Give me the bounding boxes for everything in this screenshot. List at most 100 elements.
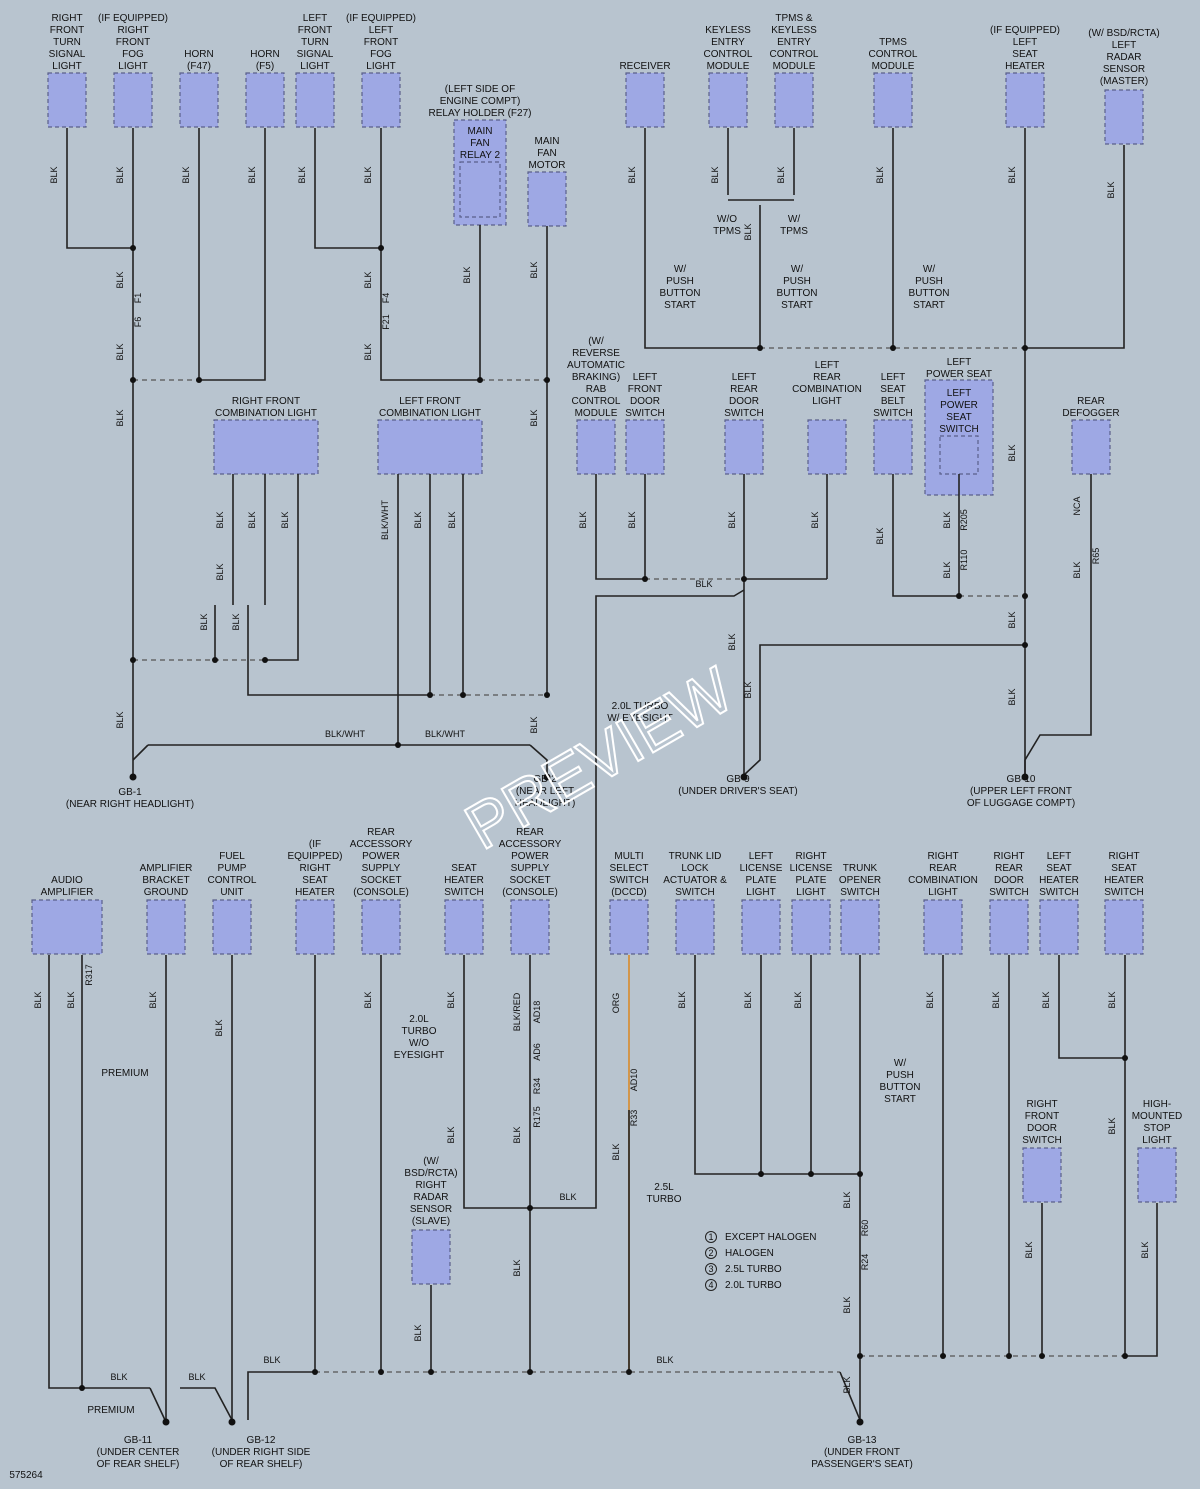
r_seat_heater-label: RIGHT bbox=[299, 863, 330, 874]
rab-label: MODULE bbox=[575, 408, 618, 419]
wire-color-blk: BLK bbox=[743, 223, 753, 240]
lf_door_sw-label: DOOR bbox=[630, 396, 660, 407]
audio-amp-block bbox=[31, 899, 103, 955]
rear_socket2-label: ACCESSORY bbox=[499, 839, 562, 850]
lf_door_sw-label: SWITCH bbox=[625, 408, 664, 419]
seat_heater_sw-label: SEAT bbox=[451, 863, 476, 874]
horn_f47-label: (F47) bbox=[187, 61, 211, 72]
trunk_lid-label: LOCK bbox=[681, 863, 709, 874]
multi_select-label: MULTI bbox=[614, 851, 643, 862]
lf_seat_heater-label: HEATER bbox=[1005, 61, 1045, 72]
radar_slave-label: (SLAVE) bbox=[412, 1216, 450, 1227]
connector-ad6: AD6 bbox=[532, 1043, 542, 1061]
gb9-label: (UNDER DRIVER'S SEAT) bbox=[678, 786, 798, 797]
legend-marker bbox=[705, 1279, 717, 1291]
lf_fog-label: LEFT bbox=[369, 25, 393, 36]
wire-color-blk: BLK bbox=[115, 409, 125, 426]
rf_fog-label: (IF EQUIPPED) bbox=[98, 13, 168, 24]
rsh-sw-block bbox=[1104, 899, 1144, 955]
rear_socket2-label: REAR bbox=[516, 827, 544, 838]
legend-number: 4 bbox=[708, 1280, 713, 1290]
gb2-label: (NEAR LEFT bbox=[516, 786, 574, 797]
lf_fog-label: (IF EQUIPPED) bbox=[346, 13, 416, 24]
main_fan_motor-label: FAN bbox=[537, 148, 556, 159]
main_fan_motor-label: MOTOR bbox=[528, 160, 565, 171]
push-start-note: W/ bbox=[791, 264, 803, 275]
wire-color-blk: BLK bbox=[627, 166, 637, 183]
trunk-lid-block bbox=[675, 899, 715, 955]
rear_socket2-label: (CONSOLE) bbox=[502, 887, 558, 898]
wire-color-blk: BLK bbox=[1007, 688, 1017, 705]
push-start-note: START bbox=[781, 300, 813, 311]
rear_socket1-label: POWER bbox=[362, 851, 400, 862]
gb12-label: OF REAR SHELF) bbox=[220, 1459, 303, 1470]
legend-number: 1 bbox=[708, 1232, 713, 1242]
rsh_sw-label: HEATER bbox=[1104, 875, 1144, 886]
horn_f5-label: HORN bbox=[250, 49, 279, 60]
tpms_keyless-label: CONTROL bbox=[770, 49, 819, 60]
wire-color-blk: BLK bbox=[529, 716, 539, 733]
amp_bracket-label: AMPLIFIER bbox=[140, 863, 193, 874]
rear-socket2-block bbox=[510, 899, 550, 955]
wire-color-blk: BLK bbox=[875, 527, 885, 544]
wire-color-blk: BLK bbox=[446, 1126, 456, 1143]
l_power_seat_sw-label: POWER bbox=[940, 400, 978, 411]
main-fan-relay-inner bbox=[459, 161, 501, 218]
lf-door-sw-block bbox=[625, 419, 665, 475]
gb1-label: (NEAR RIGHT HEADLIGHT) bbox=[66, 799, 194, 810]
gb13-label: GB-13 bbox=[848, 1435, 877, 1446]
wire-color-blk: BLK bbox=[842, 1376, 852, 1393]
radar_slave-label: (W/ bbox=[423, 1156, 439, 1167]
multi-select-block bbox=[609, 899, 649, 955]
horn-f5-block bbox=[245, 72, 285, 128]
wire-color-blk: BLK bbox=[181, 166, 191, 183]
wire-color-blk: BLK bbox=[710, 166, 720, 183]
push-start-note: PUSH bbox=[915, 276, 943, 287]
lf_turn-label: LIGHT bbox=[300, 61, 329, 72]
lf_belt_sw-label: SEAT bbox=[880, 384, 905, 395]
rr_door_sw-label: DOOR bbox=[994, 875, 1024, 886]
lf_belt_sw-label: BELT bbox=[881, 396, 905, 407]
wire-color-blk: BLK bbox=[842, 1296, 852, 1313]
push-start-note: BUTTON bbox=[880, 1082, 921, 1093]
gb11-label: OF REAR SHELF) bbox=[97, 1459, 180, 1470]
wire-color-blk: BLK bbox=[743, 681, 753, 698]
lf_fog-label: FOG bbox=[370, 49, 392, 60]
radar_master-label: (MASTER) bbox=[1100, 76, 1148, 87]
fuel_pump-label: CONTROL bbox=[208, 875, 257, 886]
rab-label: (W/ bbox=[588, 336, 604, 347]
tpms-keyless-block bbox=[774, 72, 814, 128]
horn_f47-label: HORN bbox=[184, 49, 213, 60]
gb13-label: (UNDER FRONT bbox=[824, 1447, 900, 1458]
seat-heater-sw-block bbox=[444, 899, 484, 955]
rf_turn-label: SIGNAL bbox=[49, 49, 86, 60]
legend-number: 2 bbox=[708, 1248, 713, 1258]
seat_heater_sw-label: SWITCH bbox=[444, 887, 483, 898]
wire-color-blk: BLK bbox=[529, 261, 539, 278]
legend-number: 3 bbox=[708, 1264, 713, 1274]
lr_combo-label: COMBINATION bbox=[792, 384, 862, 395]
rsh_sw-label: RIGHT bbox=[1108, 851, 1139, 862]
wire-color-blk: BLK bbox=[925, 991, 935, 1008]
trunk_opener-label: OPENER bbox=[839, 875, 881, 886]
rr_combo-label: LIGHT bbox=[928, 887, 957, 898]
rf_door_sw-label: RIGHT bbox=[1026, 1099, 1057, 1110]
main_fan_relay-label: FAN bbox=[470, 138, 489, 149]
connector-r317: R317 bbox=[84, 964, 94, 986]
main_fan_motor-label: MAIN bbox=[535, 136, 560, 147]
lf_fog-label: FRONT bbox=[364, 37, 398, 48]
lf_turn-label: SIGNAL bbox=[297, 49, 334, 60]
rear_socket2-label: SOCKET bbox=[509, 875, 550, 886]
turbo20-wo-note: TURBO bbox=[402, 1026, 437, 1037]
preview-watermark: PREVIEW bbox=[453, 653, 745, 863]
fuel_pump-label: FUEL bbox=[219, 851, 245, 862]
wire-color-blk: BLK bbox=[1107, 991, 1117, 1008]
legend-marker bbox=[705, 1231, 717, 1243]
radar_master-label: (W/ BSD/RCTA) bbox=[1088, 28, 1159, 39]
radar_slave-label: BSD/RCTA) bbox=[404, 1168, 457, 1179]
legend-marker bbox=[705, 1247, 717, 1259]
legend-text: 2.0L TURBO bbox=[725, 1280, 782, 1291]
keyless-label: KEYLESS bbox=[705, 25, 751, 36]
legend-text: EXCEPT HALOGEN bbox=[725, 1232, 817, 1243]
